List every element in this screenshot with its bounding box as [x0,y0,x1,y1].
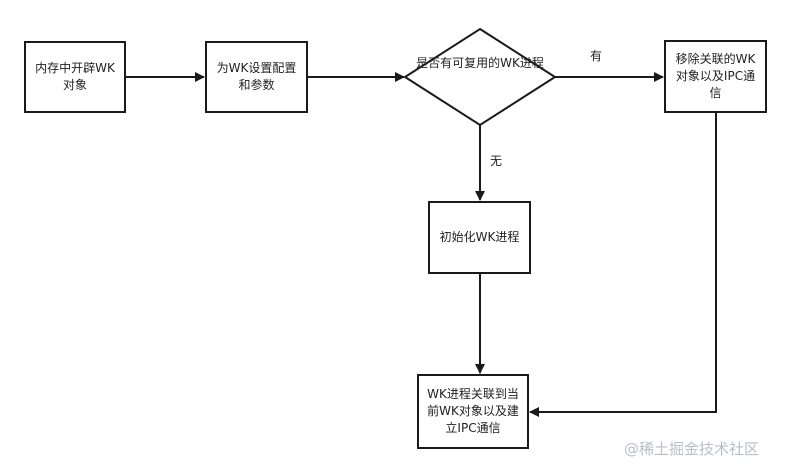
edge-label-yes: 有 [590,49,603,63]
edge-remove-to-associate [529,113,717,417]
edge-label-no: 无 [490,154,503,168]
node-init-label: 初始化WK进程 [439,230,520,244]
node-configure-wk: 为WK设置配置和参数 [205,41,308,113]
node-remove-association: 移除关联的WK对象以及IPC通信 [664,40,767,113]
decision-label: 是否有可复用的WK进程 [416,56,544,70]
node-alloc-wk-object: 内存中开辟WK对象 [24,41,126,113]
node-init-wk-process: 初始化WK进程 [428,201,531,274]
decision-diamond [403,27,557,127]
watermark: @稀土掘金技术社区 [624,440,760,458]
node-configure-label: 为WK设置配置和参数 [216,61,297,92]
node-associate-process: WK进程关联到当前WK对象以及建立IPC通信 [417,374,529,449]
node-alloc-label: 内存中开辟WK对象 [35,61,115,92]
node-remove-label: 移除关联的WK对象以及IPC通信 [675,52,756,100]
node-associate-label: WK进程关联到当前WK对象以及建立IPC通信 [427,387,519,435]
